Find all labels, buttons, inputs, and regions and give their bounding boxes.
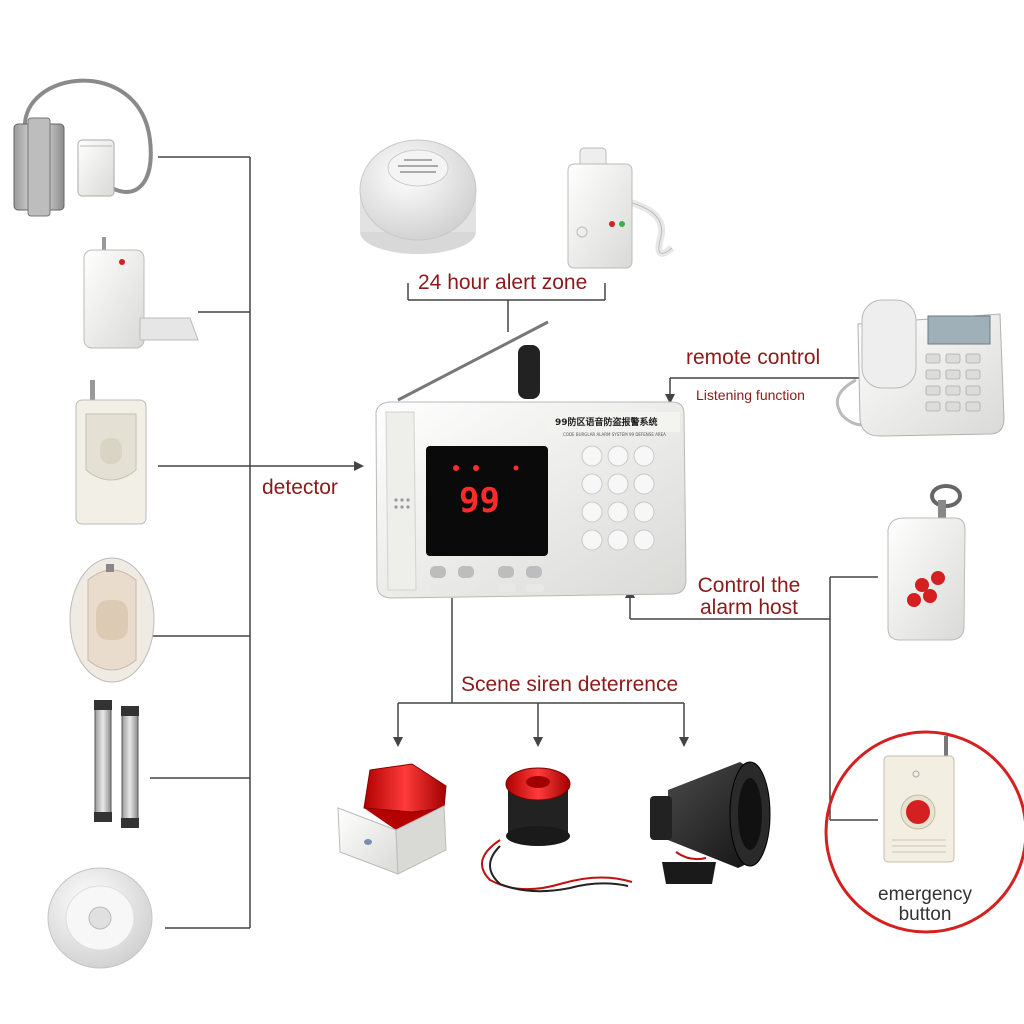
horn-speaker-icon (650, 761, 771, 884)
telephone-icon (835, 299, 1005, 437)
label-emergency-button: emergency button (866, 885, 984, 925)
label-emergency-line1: emergency (878, 884, 972, 905)
gas-detector-icon (567, 147, 675, 269)
smoke-detector-icon (359, 139, 477, 254)
label-listening-function: Listening function (696, 387, 805, 403)
strobe-siren-icon (337, 763, 447, 875)
connector-lines (150, 156, 878, 929)
infrared-beam-sensor-icon (94, 700, 139, 828)
label-control-host: Control the alarm host (690, 574, 808, 620)
pir-motion-sensor-icon (75, 380, 147, 525)
label-siren: Scene siren deterrence (461, 673, 679, 696)
label-alert-zone: 24 hour alert zone (418, 271, 588, 294)
led-display: 99 (459, 481, 500, 521)
host-title: 99防区语音防盗报警系统 (555, 416, 658, 428)
host-subtitle: CODE BURGLAR ALARM SYSTEM 99 DEFENSE ARE… (563, 432, 666, 437)
round-siren-icon (481, 767, 633, 893)
curtain-pir-sensor-icon (69, 557, 155, 683)
label-control-host-line1: Control the (697, 574, 801, 597)
label-detector: detector (262, 476, 338, 499)
door-magnet-sensor-icon (13, 78, 153, 217)
alarm-host-panel (375, 320, 687, 599)
remote-keyfob-icon (887, 484, 966, 641)
label-remote-control: remote control (686, 346, 821, 369)
wireless-door-sensor-icon (83, 237, 199, 349)
label-emergency-line2: button (898, 903, 952, 925)
emergency-button-icon (883, 736, 955, 863)
label-control-host-line2: alarm host (699, 596, 799, 620)
ceiling-pir-sensor-icon (47, 867, 153, 969)
emergency-highlight-circle (824, 730, 1024, 934)
